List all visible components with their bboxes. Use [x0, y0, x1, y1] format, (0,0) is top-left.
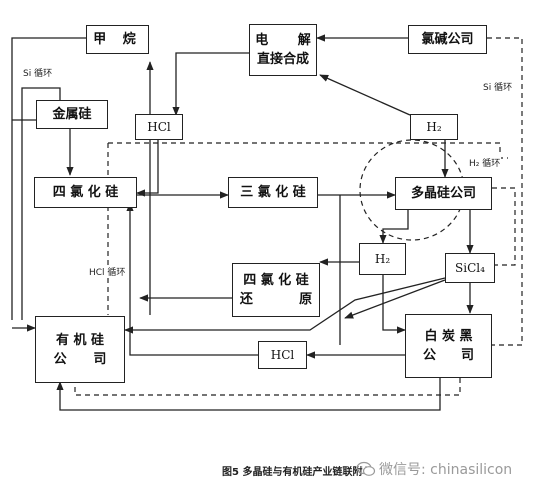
hcl-lower-label: HCl: [270, 347, 295, 362]
white-to-organo-return: [56, 378, 441, 411]
organosilicon-company-box: 有 机 硅 公 司: [35, 316, 125, 383]
polysilicon-company-label: 多晶硅公司: [410, 186, 476, 201]
h2-upper-label: H₂: [426, 119, 442, 134]
electrolysis-label-1a: 电: [255, 33, 269, 48]
sicl4-label: SiCl₄: [455, 260, 485, 275]
hcl-upper-label: HCl: [147, 119, 171, 134]
metal-silicon-label: 金属硅: [52, 107, 92, 122]
chlor-alkali-box: 氯碱公司: [408, 25, 487, 54]
methane-to-metal-line: [21, 87, 61, 320]
stc-reduction-label-1: 四 氯 化 硅: [243, 273, 309, 288]
methane-top-loop: [11, 37, 86, 320]
poly-to-h2-lower: [379, 210, 409, 244]
hcl-upper-box: HCl: [135, 114, 183, 140]
h2-upper-box: H₂: [410, 114, 458, 140]
chlor-alkali-label: 氯碱公司: [421, 32, 474, 47]
hcl-lower-to-stc: [126, 202, 258, 356]
stc-reduction-box: 四 氯 化 硅 还 原: [232, 263, 320, 317]
figure-caption: 图5 多晶硅与有机硅产业链联附: [222, 467, 363, 478]
hcl-lower-box: HCl: [258, 341, 307, 369]
trichlorosilane-box: 三 氯 化 硅: [228, 177, 318, 208]
poly-right-dash: [492, 187, 516, 266]
organosilicon-label-2a: 公: [53, 351, 67, 367]
watermark: 微信号: chinasilicon: [356, 459, 512, 479]
stc-reduction-label-2a: 还: [239, 292, 253, 307]
h2-cycle-top: [108, 142, 508, 159]
organosilicon-label-1: 有 机 硅: [55, 332, 105, 348]
white-dash-bottom: [74, 378, 461, 396]
h2-cycle-label: H₂ 循环: [468, 156, 502, 169]
sicl4-box: SiCl₄: [445, 253, 495, 283]
silicon-tetrachloride-label: 四 氯 化 硅: [52, 185, 119, 200]
si-cycle-left-label: Si 循环: [22, 66, 54, 79]
h2-to-electro: [319, 74, 411, 116]
methane-box: 甲 烷: [86, 25, 149, 54]
white-carbon-label-2a: 公: [423, 348, 437, 363]
hcl-to-stc: [136, 140, 159, 197]
stc-reduction-label-2b: 原: [299, 292, 313, 307]
white-carbon-label-1: 白 炭 黑: [424, 329, 473, 344]
organosilicon-label-2b: 司: [93, 351, 107, 367]
h2-lower-box: H₂: [359, 243, 406, 275]
wechat-icon: [356, 461, 376, 476]
white-carbon-label-2b: 司: [460, 348, 474, 363]
metal-silicon-box: 金属硅: [36, 100, 108, 129]
electrolysis-label-1b: 解: [297, 33, 311, 48]
sicl4-to-organo: [124, 277, 446, 334]
si-cycle-right-label: Si 循环: [482, 80, 514, 93]
electrolysis-box: 电 解 直接合成: [249, 24, 317, 76]
white-carbon-company-box: 白 炭 黑 公 司: [405, 314, 492, 378]
electro-to-hcl: [172, 52, 250, 116]
polysilicon-company-box: 多晶硅公司: [395, 177, 492, 210]
watermark-text: 微信号: chinasilicon: [379, 462, 513, 478]
trichlorosilane-label: 三 氯 化 硅: [240, 185, 306, 200]
hcl-cycle-label: HCl 循环: [88, 265, 127, 278]
methane-label: 甲 烷: [93, 32, 142, 47]
h2-lower-label: H₂: [374, 251, 391, 266]
electrolysis-label-2: 直接合成: [256, 52, 309, 67]
sicl4-to-stc-red: [344, 279, 446, 319]
silicon-tetrachloride-box: 四 氯 化 硅: [34, 177, 137, 208]
